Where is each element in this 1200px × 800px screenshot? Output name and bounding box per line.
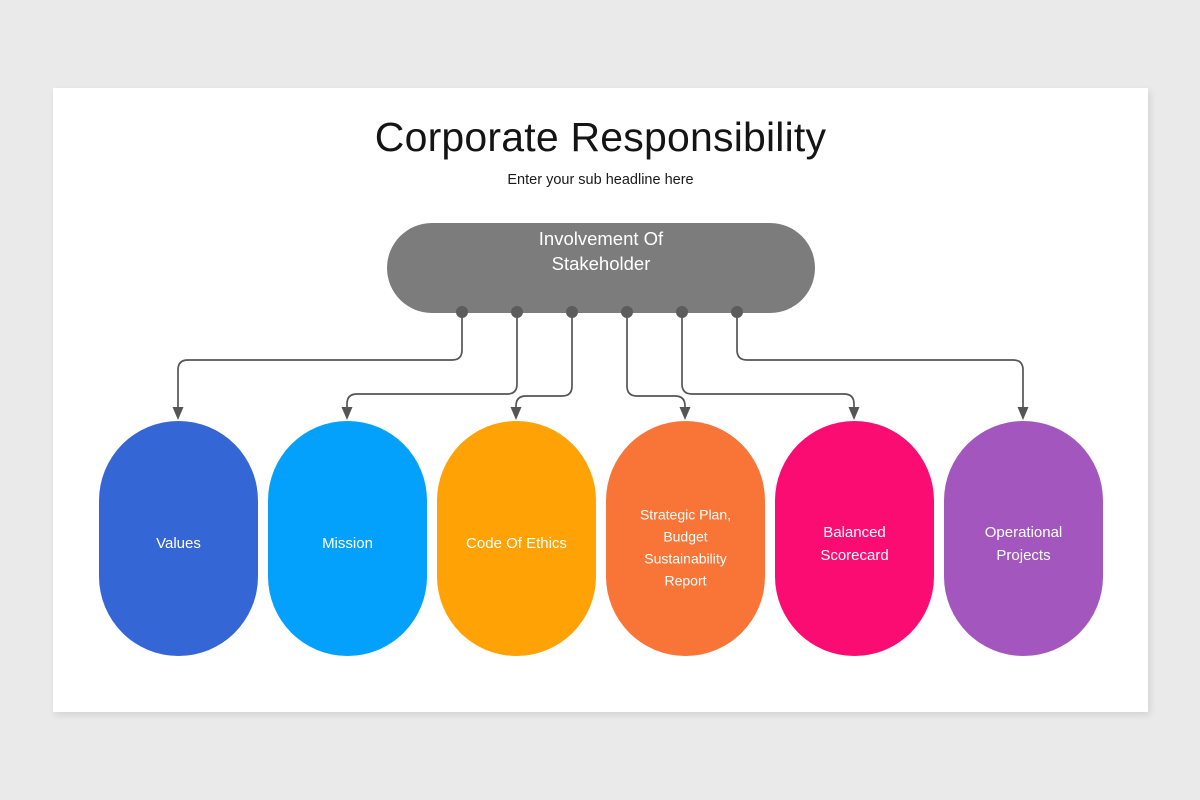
corporate-responsibility-diagram: Involvement Of Stakeholder Values Missio…: [99, 223, 1103, 656]
branch-label-balanced-scorecard-1: Scorecard: [820, 547, 888, 564]
connector-dot-code-of-ethics: [566, 306, 578, 318]
branch-label-strategic-plan-3: Report: [664, 573, 706, 589]
connector-dot-mission: [511, 306, 523, 318]
root-node-label-line2: Stakeholder: [552, 253, 651, 274]
connector-dot-group: [456, 306, 743, 318]
arrowhead-values: [172, 407, 184, 420]
connector-path-operational-projects: [736, 312, 1024, 410]
arrowhead-balanced-scorecard: [848, 407, 860, 420]
branch-label-strategic-plan-0: Strategic Plan,: [640, 507, 731, 523]
root-node-shape[interactable]: [387, 223, 815, 313]
connector-path-mission: [346, 312, 518, 410]
branch-label-strategic-plan-2: Sustainability: [644, 551, 727, 567]
branch-label-strategic-plan-1: Budget: [663, 529, 707, 545]
arrowhead-strategic-plan: [679, 407, 691, 420]
root-node-involvement-of-stakeholder[interactable]: Involvement Of Stakeholder: [387, 223, 815, 313]
connector-dot-strategic-plan: [621, 306, 633, 318]
root-node-label-line1: Involvement Of: [539, 228, 664, 249]
branch-node-strategic-plan[interactable]: Strategic Plan, Budget Sustainability Re…: [606, 421, 765, 656]
branch-label-balanced-scorecard-0: Balanced: [823, 524, 886, 541]
branch-label-values-0: Values: [156, 535, 201, 552]
branch-label-mission-0: Mission: [322, 535, 373, 552]
branch-node-shape-strategic-plan[interactable]: [606, 421, 765, 656]
branch-label-operational-projects-0: Operational: [985, 524, 1063, 541]
branch-node-operational-projects[interactable]: Operational Projects: [944, 421, 1103, 656]
connector-path-strategic-plan: [626, 312, 686, 410]
branch-node-shape-mission[interactable]: [268, 421, 427, 656]
connector-dot-balanced-scorecard: [676, 306, 688, 318]
branch-node-shape-values[interactable]: [99, 421, 258, 656]
branch-label-operational-projects-1: Projects: [996, 547, 1050, 564]
branch-node-mission[interactable]: Mission: [268, 421, 427, 656]
connector-path-values: [177, 312, 463, 410]
branch-label-code-of-ethics-0: Code Of Ethics: [466, 535, 567, 552]
arrowhead-mission: [341, 407, 353, 420]
branch-node-shape-operational-projects[interactable]: [944, 421, 1103, 656]
arrowhead-operational-projects: [1017, 407, 1029, 420]
slide-card: Corporate Responsibility Enter your sub …: [53, 88, 1148, 712]
branch-node-code-of-ethics[interactable]: Code Of Ethics: [437, 421, 596, 656]
connector-path-balanced-scorecard: [681, 312, 855, 410]
page-title: Corporate Responsibility: [374, 114, 827, 160]
branch-node-shape-balanced-scorecard[interactable]: [775, 421, 934, 656]
branch-node-shape-code-of-ethics[interactable]: [437, 421, 596, 656]
branch-node-balanced-scorecard[interactable]: Balanced Scorecard: [775, 421, 934, 656]
page-subtitle: Enter your sub headline here: [507, 172, 694, 188]
arrowhead-code-of-ethics: [510, 407, 522, 420]
connector-dot-values: [456, 306, 468, 318]
connector-group: [172, 312, 1029, 420]
branch-node-values[interactable]: Values: [99, 421, 258, 656]
connector-dot-operational-projects: [731, 306, 743, 318]
connector-path-code-of-ethics: [515, 312, 573, 410]
